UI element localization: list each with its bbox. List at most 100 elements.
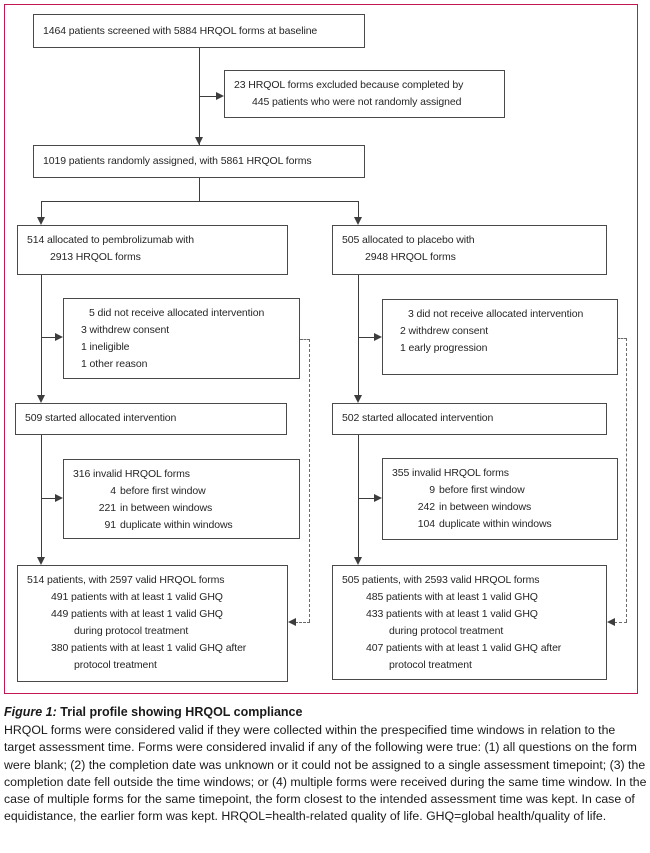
box-screened: 1464 patients screened with 5884 HRQOL f… [33,14,365,48]
flow-line-to-dnr-placebo [358,337,374,338]
dnr-pembro-line-3: 1 ineligible [81,341,130,353]
invalid-placebo-count-3: 242 [417,501,435,513]
arrowhead-into-final-pembro [37,557,45,565]
box-not-received-placebo: 3 did not receive allocated intervention… [382,299,618,375]
box-forms-excluded: 23 HRQOL forms excluded because complete… [224,70,505,118]
final-placebo-line-5: 407 patients with at least 1 valid GHQ a… [366,642,562,654]
invalid-placebo-line-3: 242 in between windows [392,499,608,516]
dnr-pembro-line-4: 1 other reason [81,358,148,370]
box-final-pembrolizumab: 514 patients, with 2597 valid HRQOL form… [17,565,288,682]
final-placebo-line-4: during protocol treatment [389,625,504,637]
final-pembro-line-6: protocol treatment [74,659,157,671]
flow-line-started-to-final-pembro [41,435,42,558]
final-placebo-line-3: 433 patients with at least 1 valid GHQ [366,608,538,620]
flow-line-split-left [41,201,42,218]
excluded-line-1: 23 HRQOL forms excluded because complete… [234,79,464,91]
flow-line-to-invalid-placebo [358,498,374,499]
dnr-pembro-line-2: 3 withdrew consent [81,324,170,336]
invalid-pembro-text-4: duplicate within windows [120,519,233,531]
arrowhead-into-excluded [216,92,224,100]
invalid-pembro-text-3: in between windows [120,502,213,514]
figure-caption: Figure 1: Trial profile showing HRQOL co… [4,704,648,826]
invalid-pembro-line-1: 316 invalid HRQOL forms [73,468,190,480]
invalid-pembro-line-2: 4 before first window [73,483,290,500]
arrowhead-into-dnr-pembro [55,333,63,341]
arrowhead-into-final-placebo [354,557,362,565]
invalid-placebo-count-4: 104 [417,518,435,530]
invalid-pembro-text-2: before first window [120,485,206,497]
flow-line-started-to-final-placebo [358,435,359,558]
invalid-pembro-count-3: 221 [98,502,116,514]
dashed-arrowhead-final-placebo [607,618,615,626]
dnr-placebo-line-3: 1 early progression [400,342,488,354]
started-placebo-text: 502 started allocated intervention [342,412,494,424]
final-pembro-line-2: 491 patients with at least 1 valid GHQ [51,591,223,603]
dnr-placebo-line-2: 2 withdrew consent [400,325,489,337]
final-pembro-line-1: 514 patients, with 2597 valid HRQOL form… [27,574,225,586]
dashed-line-into-final-placebo [614,622,627,623]
arrowhead-into-dnr-placebo [374,333,382,341]
final-pembro-line-5: 380 patients with at least 1 valid GHQ a… [51,642,247,654]
arrowhead-into-alloc-pembro [37,217,45,225]
dashed-line-placebo-down [626,338,627,622]
invalid-placebo-text-2: before first window [439,484,525,496]
flow-line-to-excluded [199,96,218,97]
alloc-placebo-line-2: 2948 HRQOL forms [365,251,456,263]
caption-figure-label: Figure 1: [4,705,57,719]
alloc-pembro-line-1: 514 allocated to pembrolizumab with [27,234,194,246]
box-started-pembrolizumab: 509 started allocated intervention [15,403,287,435]
arrowhead-into-invalid-pembro [55,494,63,502]
started-pembro-text: 509 started allocated intervention [25,412,177,424]
flow-line-split-right [358,201,359,218]
final-placebo-line-6: protocol treatment [389,659,472,671]
flow-line-to-dnr-pembro [41,337,55,338]
final-placebo-line-2: 485 patients with at least 1 valid GHQ [366,591,538,603]
caption-body: HRQOL forms were considered valid if the… [4,723,647,824]
arrowhead-into-alloc-placebo [354,217,362,225]
arrowhead-into-invalid-placebo [374,494,382,502]
dashed-line-dnr-pembro-exit [300,339,310,340]
alloc-placebo-line-1: 505 allocated to placebo with [342,234,475,246]
flow-line-to-invalid-pembro [41,498,55,499]
invalid-placebo-line-1: 355 invalid HRQOL forms [392,467,509,479]
box-invalid-forms-pembrolizumab: 316 invalid HRQOL forms 4 before first wi… [63,459,300,539]
invalid-placebo-text-3: in between windows [439,501,532,513]
box-not-received-pembrolizumab: 5 did not receive allocated intervention… [63,298,300,379]
arrowhead-into-started-pembro [37,395,45,403]
invalid-pembro-count-2: 4 [110,485,116,497]
invalid-pembro-line-3: 221 in between windows [73,500,290,517]
flow-line-split [41,201,358,202]
invalid-pembro-count-4: 91 [104,519,117,531]
box-screened-text: 1464 patients screened with 5884 HRQOL f… [43,25,318,37]
box-randomized: 1019 patients randomly assigned, with 58… [33,145,365,178]
box-randomized-text: 1019 patients randomly assigned, with 58… [43,155,312,167]
box-invalid-forms-placebo: 355 invalid HRQOL forms 9 before first wi… [382,458,618,540]
dashed-line-into-final-pembro [295,622,310,623]
arrowhead-into-randomized [195,137,203,145]
invalid-placebo-count-2: 9 [429,484,435,496]
caption-title: Figure 1: Trial profile showing HRQOL co… [4,704,648,721]
dashed-arrowhead-final-pembro [288,618,296,626]
dashed-line-pembro-down [309,339,310,622]
alloc-pembro-line-2: 2913 HRQOL forms [50,251,141,263]
final-pembro-line-4: during protocol treatment [74,625,189,637]
invalid-placebo-line-4: 104 duplicate within windows [392,516,608,533]
excluded-line-2: 445 patients who were not randomly assig… [252,96,462,108]
final-placebo-line-1: 505 patients, with 2593 valid HRQOL form… [342,574,540,586]
final-pembro-line-3: 449 patients with at least 1 valid GHQ [51,608,223,620]
flow-line-randomized-down [199,178,200,202]
box-final-placebo: 505 patients, with 2593 valid HRQOL form… [332,565,607,680]
box-allocated-placebo: 505 allocated to placebo with 2948 HRQOL… [332,225,607,275]
caption-title-text: Trial profile showing HRQOL compliance [60,705,303,719]
invalid-placebo-line-2: 9 before first window [392,482,608,499]
box-allocated-pembrolizumab: 514 allocated to pembrolizumab with 2913… [17,225,288,275]
flow-line-alloc-to-started-pembro [41,275,42,396]
box-started-placebo: 502 started allocated intervention [332,403,607,435]
dashed-line-dnr-placebo-exit [617,338,627,339]
flow-line-alloc-to-started-placebo [358,275,359,396]
invalid-placebo-text-4: duplicate within windows [439,518,552,530]
dnr-placebo-line-1: 3 did not receive allocated intervention [408,308,584,320]
dnr-pembro-line-1: 5 did not receive allocated intervention [89,307,265,319]
